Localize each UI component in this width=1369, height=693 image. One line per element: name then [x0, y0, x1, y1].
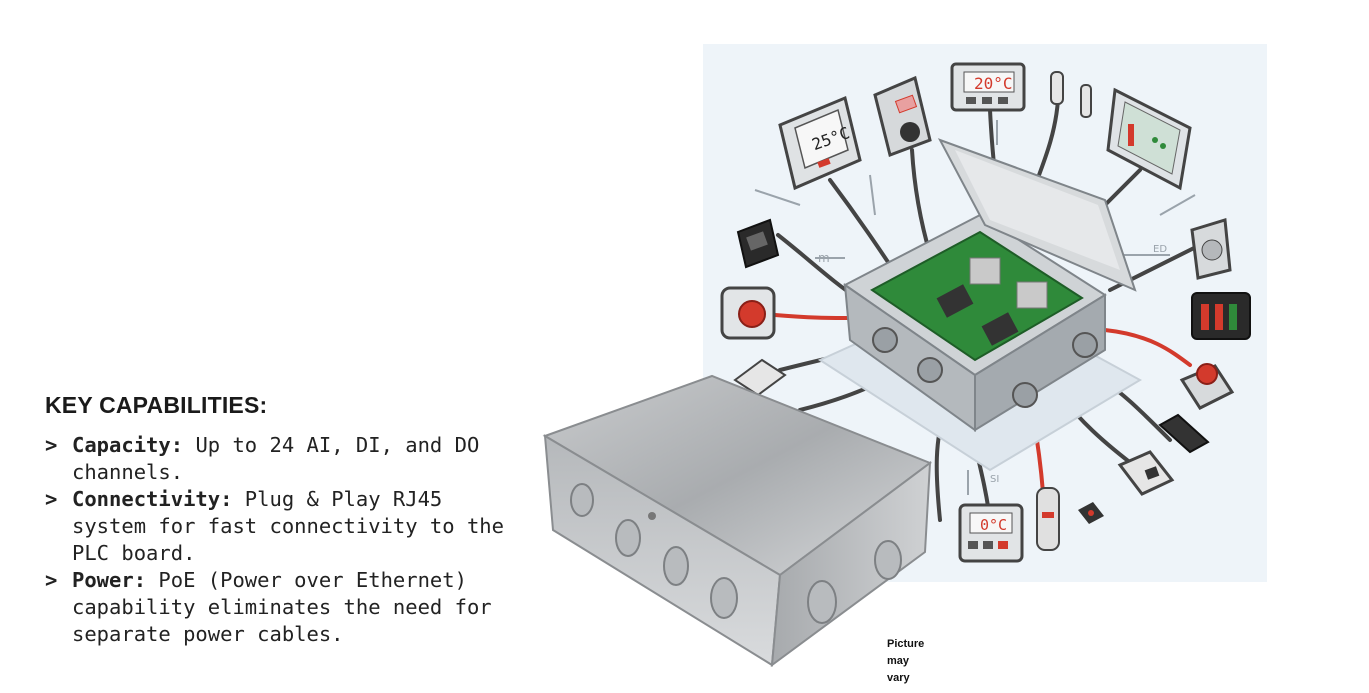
box-lid-inner [955, 150, 1120, 270]
display-bottom: 0°C [958, 503, 1024, 563]
picture-may-vary-note: Picture may vary [887, 636, 937, 687]
display-reading: 20°C [974, 74, 1013, 93]
rj45-connector-left [733, 358, 787, 397]
power-plug-right [1190, 218, 1232, 280]
capability-capacity: > Capacity: Up to 24 AI, DI, and DO chan… [45, 432, 515, 486]
temperature-probe [1050, 71, 1092, 118]
emergency-button-left [720, 286, 776, 340]
usb-connector [1158, 413, 1210, 454]
diagram-label: ED [1153, 244, 1167, 255]
bar-indicator [1191, 292, 1251, 340]
chip [936, 284, 974, 318]
key-capabilities-heading: KEY CAPABILITIES: [45, 392, 268, 418]
rj45-coupler [1117, 450, 1175, 496]
bullet-marker: > [45, 568, 58, 592]
display-reading: 0°C [980, 516, 1007, 534]
display-top-center: 20°C [950, 62, 1026, 112]
disclaimer-line: may [887, 655, 910, 667]
capability-power: > Power: PoE (Power over Ethernet) capab… [45, 567, 515, 648]
display-top-left: 25°C [778, 95, 862, 191]
disclaimer-line: Picture [887, 638, 925, 650]
capability-key: Capacity: [72, 433, 184, 457]
steel-enclosure [542, 374, 933, 668]
chip [981, 312, 1019, 346]
disclaimer-line: vary [887, 672, 910, 684]
capabilities-list: > Capacity: Up to 24 AI, DI, and DO chan… [45, 432, 515, 648]
junction-box [843, 138, 1137, 432]
bullet-marker: > [45, 433, 58, 457]
thermostat-device [873, 75, 932, 157]
cylindrical-sensor [1036, 487, 1060, 551]
capability-connectivity: > Connectivity: Plug & Play RJ45 system … [45, 486, 515, 567]
sensor-module-left [736, 218, 780, 269]
diagram-label: SI [990, 474, 999, 485]
push-button-right [1179, 363, 1235, 410]
pcb-board [870, 230, 1084, 362]
monitor-panel-right [1106, 87, 1192, 191]
arrow-guides [754, 120, 1196, 495]
rj45-port [1016, 281, 1048, 309]
rj45-port [969, 257, 1001, 285]
small-led-module [1078, 502, 1104, 524]
capability-key: Power: [72, 568, 147, 592]
diagram-label: m [818, 251, 830, 265]
capability-text: Up to 24 AI, DI, and DO channels. [72, 433, 480, 484]
capability-text: PoE (Power over Ethernet) capability eli… [72, 568, 492, 646]
bullet-marker: > [45, 487, 58, 511]
capability-text: Plug & Play RJ45 system for fast connect… [72, 487, 504, 565]
capability-key: Connectivity: [72, 487, 233, 511]
